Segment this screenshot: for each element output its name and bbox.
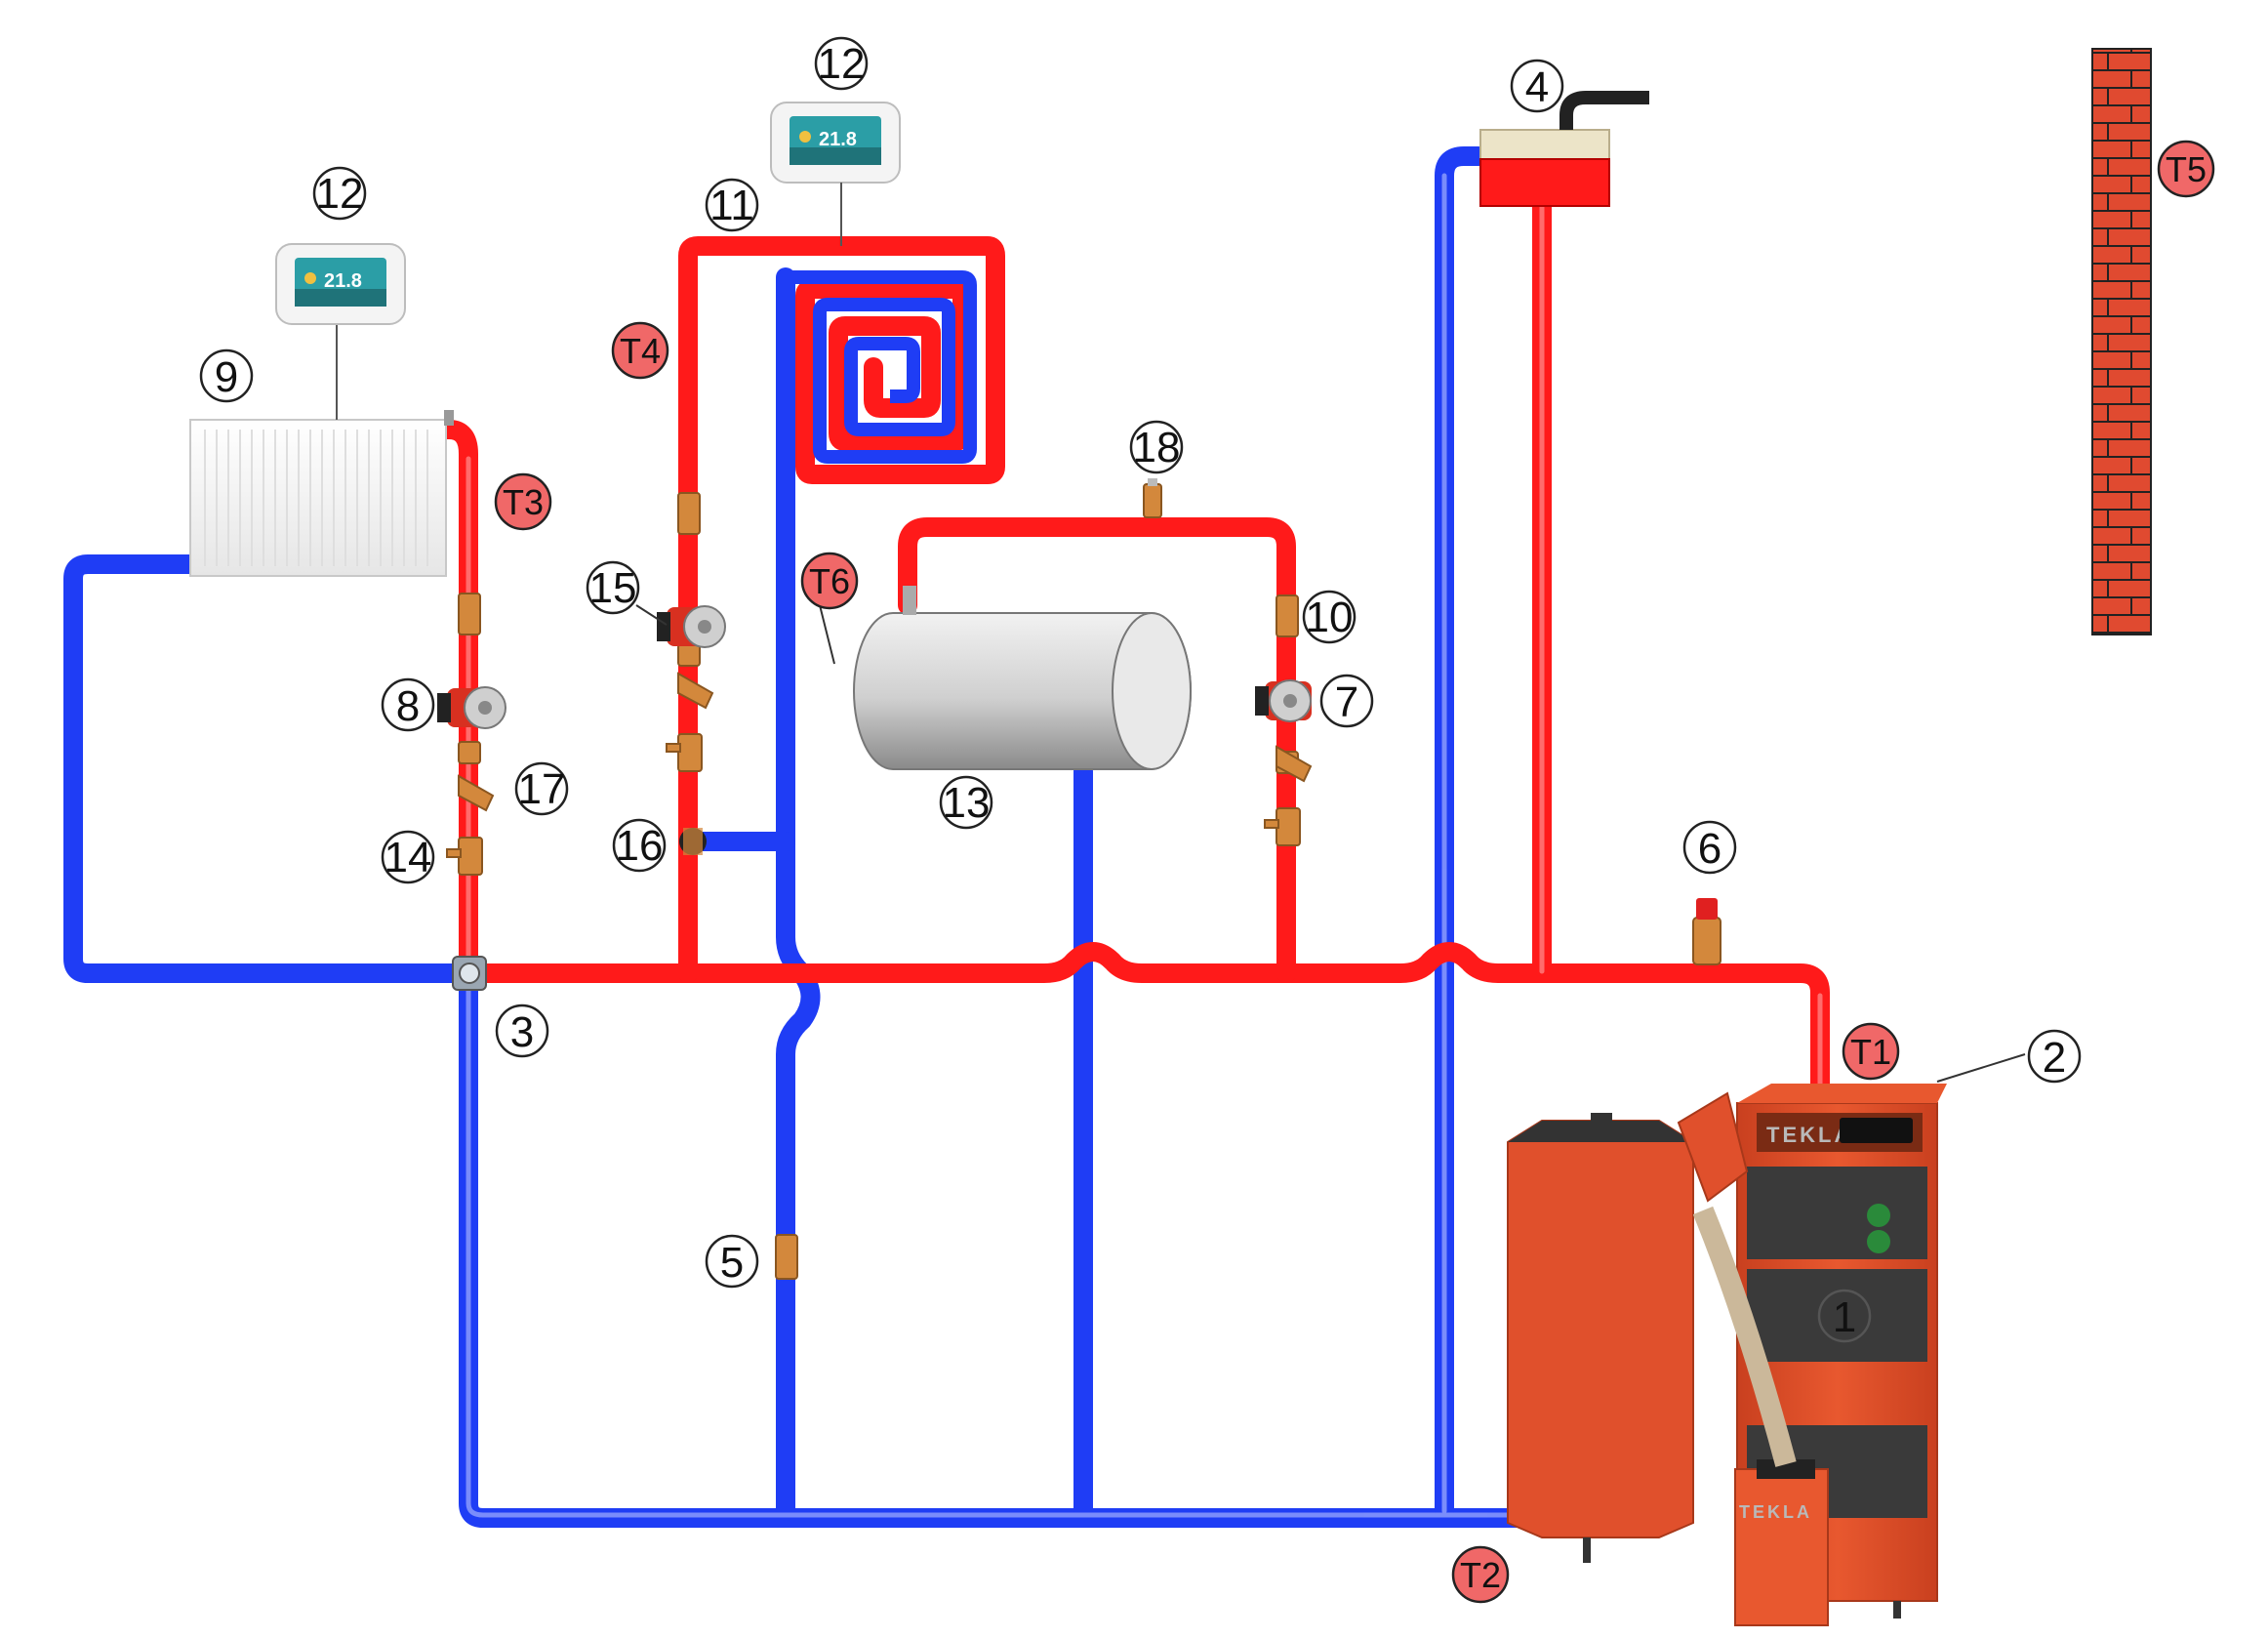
radiator-return-pipe (63, 554, 478, 983)
sensor-t3 (494, 472, 552, 531)
return-pipes (63, 146, 1542, 1528)
callout-11 (705, 178, 759, 232)
automatic-air-vent (1143, 478, 1162, 518)
label-8: 8 (396, 682, 420, 730)
outdoor-brick-wall (2091, 48, 2152, 635)
radiator (189, 410, 454, 577)
callout-5 (705, 1234, 759, 1289)
label-4: 4 (1525, 63, 1549, 111)
room-thermostat-mid: 21.8 (770, 102, 901, 184)
label-10: 10 (1306, 594, 1354, 641)
callout-13 (939, 775, 993, 830)
label-13: 13 (943, 779, 991, 827)
circulation-pump-7 (1255, 679, 1312, 722)
callout-4 (1510, 59, 1564, 113)
callout-12-left (312, 166, 367, 221)
safety-valve (1692, 898, 1721, 965)
callout-6 (1682, 820, 1737, 875)
sensor-t1-label: T1 (1850, 1032, 1891, 1072)
number-callouts (199, 36, 2082, 1343)
sensor-badge-labels: T1 T2 T3 T4 T5 T6 (503, 149, 2207, 1595)
callout-12-mid (814, 36, 869, 91)
sensor-t6 (800, 552, 859, 610)
circulation-pump-8 (437, 686, 506, 729)
circulation-pump-15 (657, 605, 726, 648)
sensor-t2-label: T2 (1460, 1555, 1501, 1595)
thermostat-mid-reading: 21.8 (819, 129, 857, 150)
floor-return-pipe (776, 267, 821, 1521)
sensor-t4-label: T4 (620, 331, 661, 371)
label-17: 17 (518, 765, 566, 813)
strainers (458, 672, 1313, 812)
sensor-t5 (2157, 140, 2215, 198)
expansion-tank (1479, 91, 1649, 207)
label-12-mid: 12 (818, 40, 866, 88)
label-5: 5 (720, 1239, 744, 1287)
callout-1 (1817, 1289, 1872, 1343)
label-2: 2 (2043, 1034, 2066, 1082)
hot-water-tank (853, 586, 1192, 770)
sensor-badges (494, 140, 2215, 1604)
label-6: 6 (1698, 825, 1721, 873)
burner-brand-label: TEKLA (1739, 1502, 1812, 1522)
room-thermostat-left: 21.8 (275, 243, 406, 325)
callout-16 (612, 818, 667, 873)
number-callout-labels: 1 2 3 4 5 6 7 8 9 10 11 12 12 13 14 15 1… (215, 40, 2066, 1341)
bottom-return-pipe (459, 974, 1542, 1528)
label-16: 16 (616, 822, 664, 870)
t6-pointer (819, 604, 835, 665)
expansion-return-pipe (1435, 146, 1488, 1521)
boiler-brand-label: TEKLA (1766, 1123, 1852, 1147)
label-9: 9 (215, 353, 238, 401)
callout-18 (1129, 420, 1184, 474)
sensor-t4 (611, 321, 669, 380)
label-14: 14 (385, 834, 432, 881)
boiler-pointer (1936, 1053, 2026, 1083)
label-18: 18 (1133, 424, 1181, 471)
label-3: 3 (510, 1008, 534, 1056)
pipe-fittings (458, 492, 1299, 1280)
check-valve-16 (679, 828, 707, 855)
callout-3 (495, 1004, 549, 1058)
tank-supply-pipe (898, 517, 1296, 983)
callout-8 (381, 677, 435, 732)
callout-15 (586, 560, 640, 615)
radiator-supply-pipe (429, 420, 478, 983)
callout-2 (2027, 1029, 2082, 1084)
ball-valves (446, 733, 1301, 876)
floor-supply-pipe (678, 236, 1005, 983)
main-supply-pipe (459, 942, 1830, 1098)
sensor-t1 (1842, 1022, 1900, 1081)
sensor-t6-label: T6 (809, 561, 850, 601)
thermostat-left-reading: 21.8 (324, 270, 362, 292)
label-15: 15 (589, 564, 637, 612)
floor-heating-return-coil (786, 270, 977, 464)
callout-7 (1319, 674, 1374, 728)
label-11: 11 (709, 182, 754, 229)
mixing-valve (452, 956, 487, 991)
pellet-boiler: TEKLA TEKLA (1507, 1084, 1947, 1626)
sensor-t2 (1451, 1545, 1510, 1604)
sensor-t5-label: T5 (2166, 149, 2207, 189)
callout-17 (514, 761, 569, 816)
callout-10 (1302, 590, 1357, 644)
label-12-left: 12 (316, 170, 364, 218)
label-1: 1 (1833, 1293, 1856, 1341)
sensor-t3-label: T3 (503, 482, 544, 522)
callout-14 (381, 830, 435, 884)
pump-15-pointer (635, 604, 668, 626)
manual-air-vent (775, 1234, 798, 1280)
label-7: 7 (1335, 678, 1358, 726)
callout-9 (199, 348, 254, 403)
